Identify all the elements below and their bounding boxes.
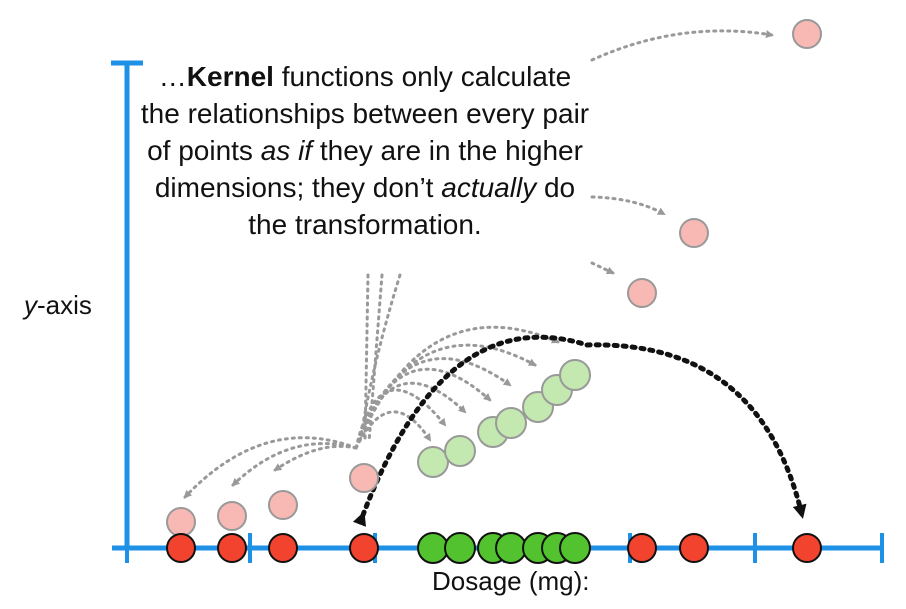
pair-relationship-arrow [352,334,807,527]
pink-point [166,507,196,537]
caption-italic-actually: actually [441,172,537,203]
transformed-points [166,19,822,537]
pink-point [268,490,298,520]
green-point [559,532,591,564]
y-axis-label-text: -axis [37,290,92,320]
caption-ellipsis: … [158,61,187,92]
green-point [444,532,476,564]
red-point [268,533,298,563]
red-point [792,533,822,563]
light-green-point [417,446,449,478]
caption-bold-term: Kernel [186,61,274,92]
light-green-point [495,407,527,439]
green-point [417,532,449,564]
axis-points [166,532,822,564]
caption-text: do the transformation. [248,172,576,240]
gray-dotted-arrows [183,29,774,499]
red-point [349,533,379,563]
red-point [679,533,709,563]
y-axis-label: y-axis [24,290,92,321]
caption-text: they are in the higher dimensions; they … [154,135,583,203]
kernel-caption: …Kernel functions only calculate the rel… [140,58,590,243]
x-axis-label: Dosage (mg): [432,566,590,596]
red-point [627,533,657,563]
light-green-point [559,359,591,391]
red-point [217,533,247,563]
pink-point [627,278,657,308]
pink-point [349,463,379,493]
caption-text: functions only calculate the relationshi… [140,61,590,166]
y-axis-label-var: y [24,290,37,320]
pink-point [792,19,822,49]
red-point [166,533,196,563]
pink-point [217,501,247,531]
caption-italic-as-if: as if [260,135,313,166]
pink-point [679,218,709,248]
green-point [495,532,527,564]
y-axis [111,60,143,549]
light-green-point [444,435,476,467]
